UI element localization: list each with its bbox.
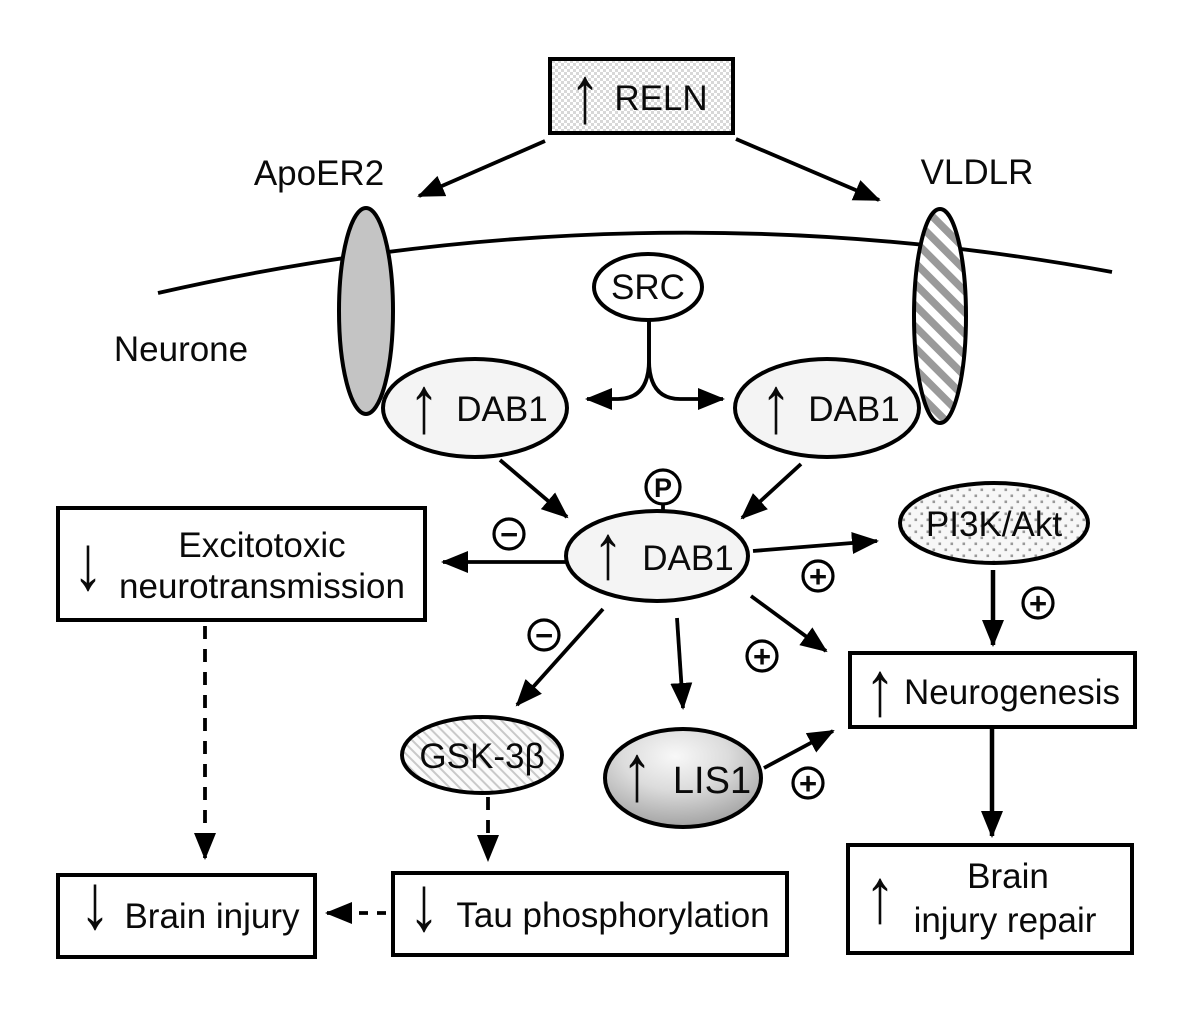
gsk3b-node (400, 715, 564, 795)
sign-lis1-neurogenesis: + (791, 766, 825, 801)
reln-up-arrow-icon: ↑ (569, 50, 600, 140)
edge-reln-vldlr (735, 137, 881, 202)
brain-injury-repair-line1: Brain (967, 857, 1049, 896)
lis1-node (603, 727, 763, 829)
lis1-label: LIS1 (673, 760, 751, 802)
dab1-central-node (564, 509, 750, 603)
dab1-central-label: DAB1 (642, 539, 733, 578)
apoer2-receptor (337, 206, 395, 416)
dab1-left-up-arrow-icon: ↑ (408, 360, 439, 450)
neurone-label: Neurone (114, 330, 248, 369)
plus-sign: + (753, 639, 771, 674)
edge-dab1-gsk3b (515, 607, 605, 707)
sign-dab1-excitotoxic: − (492, 517, 526, 552)
dab1-right-up-arrow-icon: ↑ (760, 360, 791, 450)
minus-circle-icon (492, 517, 526, 551)
plus-sign: + (1029, 586, 1047, 621)
brain-injury-repair-box (846, 843, 1134, 955)
gsk3b-label: GSK-3β (419, 737, 544, 776)
brain-injury-label: Brain injury (124, 897, 300, 936)
dab1-left-label: DAB1 (456, 390, 547, 429)
apoer2-label: ApoER2 (254, 154, 384, 193)
sign-dab1-neurogenesis: + (745, 639, 779, 674)
tau-box (391, 871, 789, 957)
plus-circle-icon (745, 639, 779, 673)
excitotoxic-down-arrow-icon: ↓ (73, 518, 104, 605)
sign-dab1-gsk3b: − (527, 618, 561, 653)
brain-injury-repair-line2: injury repair (914, 901, 1097, 940)
neurogenesis-label: Neurogenesis (904, 673, 1120, 712)
src-node (592, 252, 704, 322)
cell-membrane-line (157, 230, 1113, 295)
edge-reln-apoer2 (417, 139, 546, 198)
reln-box (548, 57, 735, 135)
lis1-up-arrow-icon: ↑ (621, 728, 652, 818)
sign-pi3k-neurogenesis: + (1021, 586, 1055, 621)
reln-label: RELN (614, 79, 707, 118)
src-label: SRC (611, 268, 685, 307)
tau-down-arrow-icon: ↓ (409, 859, 440, 946)
dab1-right-label: DAB1 (808, 390, 899, 429)
brain-injury-repair-up-arrow-icon: ↑ (865, 851, 896, 938)
plus-sign: + (809, 559, 827, 594)
dab1-central-up-arrow-icon: ↑ (593, 507, 624, 594)
minus-circle-icon (527, 618, 561, 652)
edge-dab1-pi3k (752, 532, 879, 554)
tau-label: Tau phosphorylation (456, 896, 769, 935)
vldlr-receptor (912, 207, 968, 425)
pi3k-akt-label: PI3K/Akt (926, 505, 1062, 544)
sign-dab1-pi3k: + (801, 559, 835, 594)
edge-src-dab1-right (647, 321, 725, 410)
plus-circle-icon (791, 766, 825, 800)
neurogenesis-up-arrow-icon: ↑ (865, 644, 896, 731)
neurogenesis-box (848, 651, 1137, 729)
plus-circle-icon (1021, 586, 1055, 620)
dab1-left-node (381, 357, 569, 459)
brain-injury-box (56, 873, 317, 959)
phospho-label: P (654, 473, 672, 503)
brain-injury-down-arrow-icon: ↓ (80, 857, 111, 944)
edge-dab1-right-central (740, 462, 803, 520)
excitotoxic-box (56, 506, 427, 622)
edge-dab1-left-central (498, 458, 569, 519)
plus-circle-icon (801, 559, 835, 593)
edge-src-dab1-left (585, 321, 651, 410)
edge-dab1-neurogenesis (749, 594, 828, 653)
phospho-circle (644, 468, 682, 506)
excitotoxic-line1: Excitotoxic (178, 526, 345, 565)
dab1-right-node (733, 357, 921, 459)
minus-sign: − (500, 517, 518, 552)
pi3k-akt-node (898, 481, 1090, 565)
plus-sign: + (799, 766, 817, 801)
excitotoxic-line2: neurotransmission (119, 567, 405, 606)
vldlr-label: VLDLR (921, 153, 1034, 192)
edge-dab1-lis1 (670, 617, 693, 710)
edge-lis1-neurogenesis (763, 729, 835, 770)
minus-sign: − (535, 618, 553, 653)
